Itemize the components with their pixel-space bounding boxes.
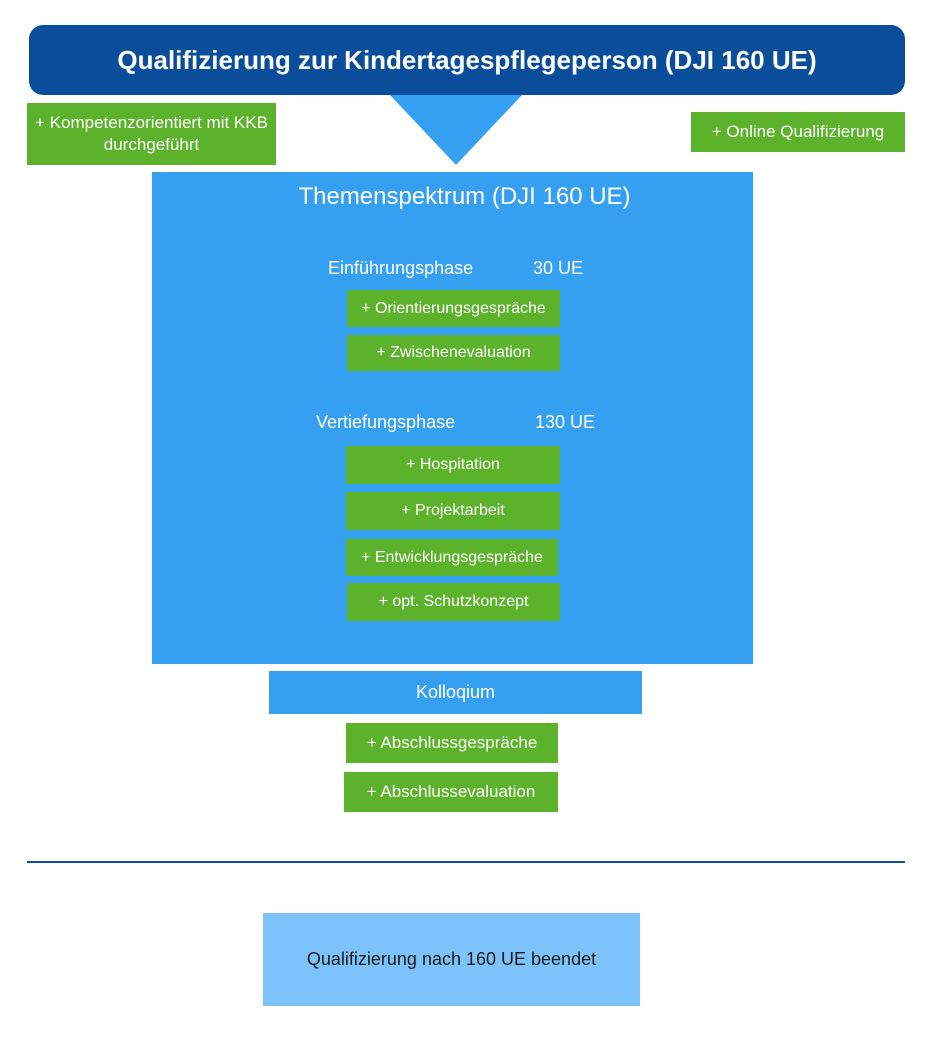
note-online-qualification: + Online Qualifizierung [691,112,905,152]
result-label: Qualifizierung nach 160 UE beendet [306,949,597,969]
note-competence-kkb-label: + Kompetenzorientiert mit KKB durchgefüh… [35,113,268,154]
kolloqium-box: Kolloqium [269,671,642,714]
intro-phase-ue: 30 UE [533,258,584,278]
item-development-talks: + Entwicklungsgespräche [346,539,558,576]
item-interim-evaluation: + Zwischenevaluation [347,335,560,371]
theme-spectrum-box [152,172,753,664]
section-divider [27,861,905,863]
down-arrow-icon [390,95,522,165]
result-box: Qualifizierung nach 160 UE beendet [263,913,640,1006]
main-title-banner: Qualifizierung zur Kindertagespflegepers… [29,25,905,95]
item-hospitation: + Hospitation [346,446,560,484]
intro-phase-label: Einführungsphase [328,258,474,278]
item-orientation-talks: + Orientierungsgespräche [347,290,560,327]
deep-phase-ue: 130 UE [535,412,596,432]
deep-phase-label: Vertiefungsphase [316,412,456,432]
note-competence-kkb: + Kompetenzorientiert mit KKB durchgefüh… [27,103,276,165]
theme-spectrum-title: Themenspektrum (DJI 160 UE) [298,183,631,210]
item-final-evaluation: + Abschlussevaluation [344,772,558,812]
item-final-talks: + Abschlussgespräche [346,723,558,763]
item-project-work: + Projektarbeit [346,492,560,530]
note-online-qualification-label: + Online Qualifizierung [711,122,885,141]
kolloqium-label: Kolloqium [415,682,496,702]
item-protection-concept: + opt. Schutzkonzept [347,583,560,621]
main-title: Qualifizierung zur Kindertagespflegepers… [117,44,817,75]
